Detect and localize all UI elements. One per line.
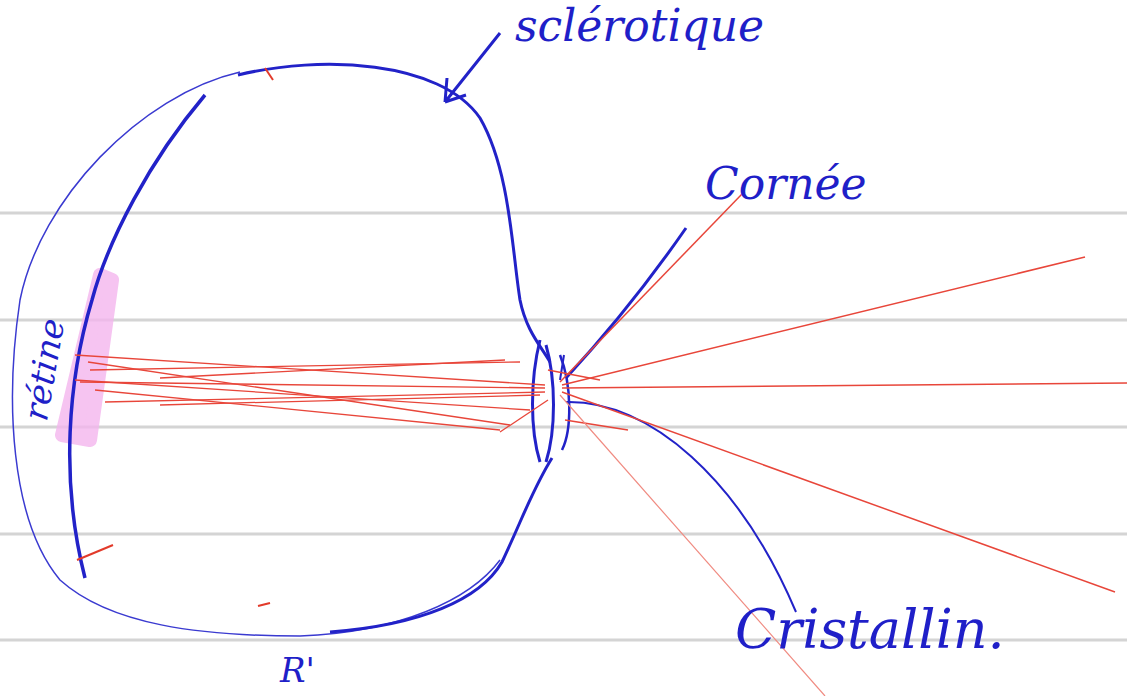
part-label: sclérotique bbox=[515, 2, 764, 50]
part-label: Cristallin. bbox=[735, 600, 1005, 659]
part-label: Cornée bbox=[705, 160, 867, 208]
note-label: R' bbox=[280, 652, 315, 689]
